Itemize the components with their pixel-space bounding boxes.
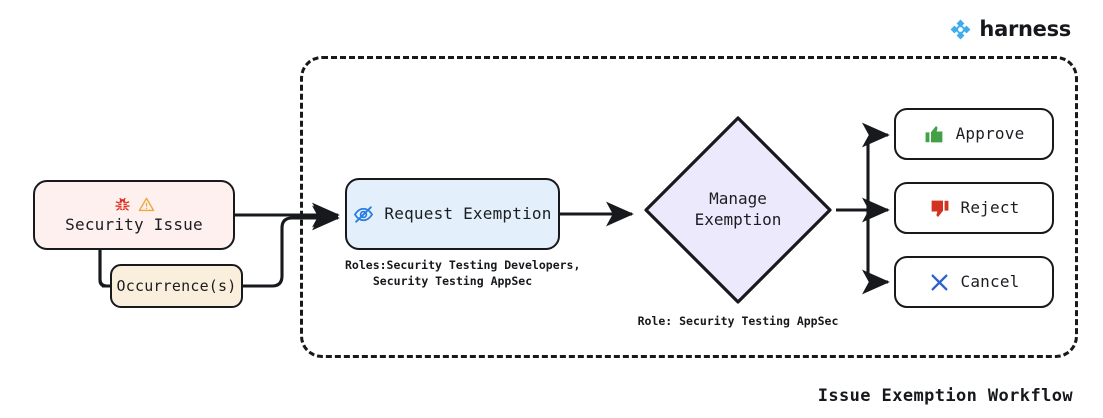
- harness-logo-icon: [949, 18, 972, 41]
- cross-x-icon: [929, 272, 950, 293]
- node-approve[interactable]: Approve: [894, 108, 1054, 160]
- node-request-exemption[interactable]: Request Exemption: [345, 178, 560, 250]
- node-security-issue-label: Security Issue: [65, 214, 203, 234]
- node-occurrences[interactable]: Occurrence(s): [110, 264, 243, 308]
- node-approve-label: Approve: [955, 124, 1025, 143]
- node-manage-exemption-label: Manage Exemption: [694, 189, 782, 229]
- edge-security-issue-to-occurrences-stem: [98, 250, 108, 288]
- node-security-issue[interactable]: Security Issue: [33, 180, 235, 250]
- harness-brand: harness: [949, 18, 1071, 41]
- eye-slash-icon: [353, 204, 374, 225]
- node-cancel[interactable]: Cancel: [894, 256, 1054, 308]
- thumbs-down-icon: [929, 198, 950, 219]
- caption-manage-exemption: Role: Security Testing AppSec: [637, 314, 839, 328]
- workflow-title: Issue Exemption Workflow: [817, 386, 1073, 406]
- caption-request-exemption: Roles:Security Testing Developers, Secur…: [345, 258, 581, 288]
- exemption-workflow-group: [300, 56, 1078, 358]
- node-cancel-label: Cancel: [960, 272, 1020, 291]
- node-manage-exemption[interactable]: Manage Exemption: [640, 112, 836, 308]
- brand-name: harness: [979, 17, 1071, 41]
- security-issue-icons: [114, 196, 155, 213]
- node-request-exemption-label: Request Exemption: [384, 204, 552, 223]
- warning-triangle-icon: [138, 196, 155, 213]
- node-reject[interactable]: Reject: [894, 182, 1054, 234]
- bug-icon: [114, 196, 131, 213]
- diamond-shape: [644, 116, 832, 304]
- node-occurrences-label: Occurrence(s): [116, 276, 237, 295]
- thumbs-up-icon: [924, 124, 945, 145]
- node-reject-label: Reject: [960, 198, 1020, 217]
